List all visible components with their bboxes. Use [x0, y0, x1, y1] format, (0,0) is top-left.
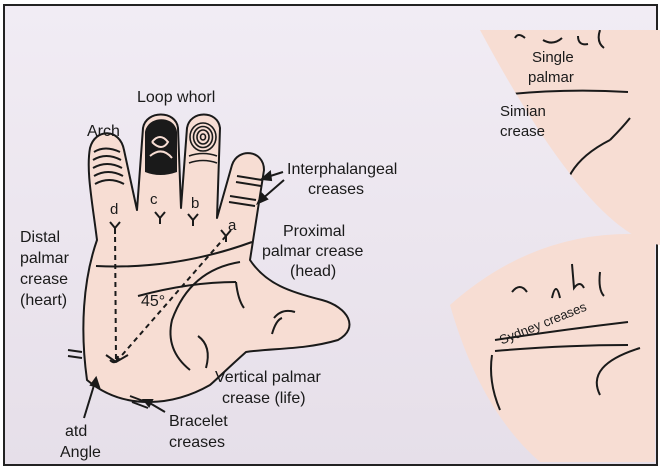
label-interphalangeal-2: creases — [308, 180, 364, 199]
label-bracelet-1: Bracelet — [169, 412, 228, 431]
label-simian: Simian — [500, 102, 546, 121]
label-distal-1: Distal — [20, 228, 60, 247]
label-distal-3: crease — [20, 270, 68, 289]
label-proximal-3: (head) — [290, 262, 336, 281]
triradius-label-c: c — [150, 190, 158, 209]
label-angle-45: 45° — [141, 292, 165, 311]
label-single-palmar: palmar — [528, 68, 574, 87]
label-bracelet-2: creases — [169, 433, 225, 452]
label-proximal-2: palmar crease — [262, 242, 363, 261]
label-distal-2: palmar — [20, 249, 69, 268]
triradius-label-b: b — [191, 194, 199, 213]
label-vertical-1: Vertical palmar — [215, 368, 321, 387]
label-atd: atd — [65, 422, 87, 441]
triradius-label-d: d — [110, 200, 118, 219]
label-loop-whorl: Loop whorl — [137, 88, 215, 107]
triradius-label-a: a — [228, 216, 236, 235]
loop-print — [145, 119, 177, 175]
label-angle: Angle — [60, 443, 101, 462]
label-proximal-1: Proximal — [283, 222, 345, 241]
label-arch: Arch — [87, 122, 120, 141]
label-single: Single — [532, 48, 574, 67]
label-simian-crease: crease — [500, 122, 545, 141]
label-vertical-2: crease (life) — [222, 389, 306, 408]
sydney-hand — [440, 225, 665, 470]
label-interphalangeal-1: Interphalangeal — [287, 160, 397, 179]
label-distal-4: (heart) — [20, 291, 67, 310]
